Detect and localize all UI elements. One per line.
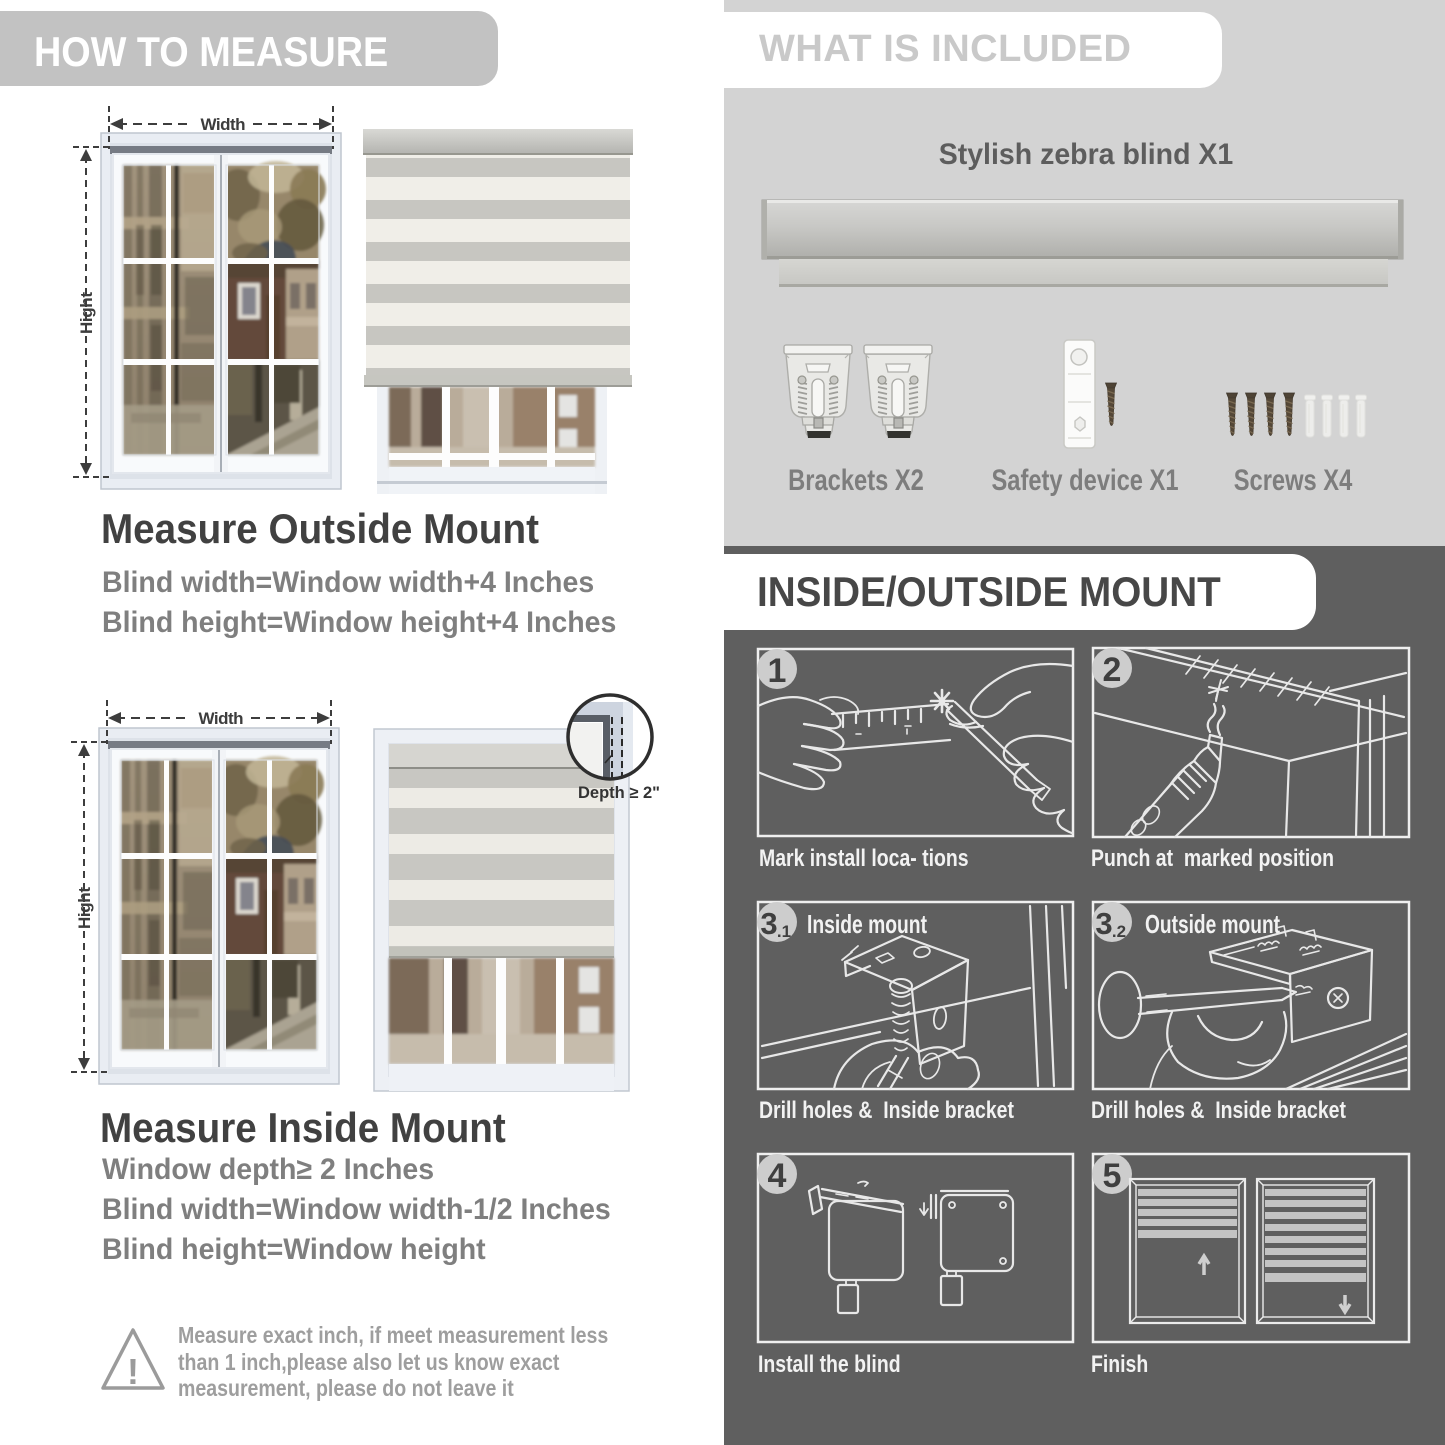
svg-text:3: 3 bbox=[760, 906, 777, 941]
svg-text:Inside mount: Inside mount bbox=[807, 909, 927, 939]
svg-text:Width: Width bbox=[201, 115, 246, 134]
svg-text:Outside mount: Outside mount bbox=[1145, 909, 1280, 939]
svg-text:3: 3 bbox=[1095, 906, 1112, 941]
svg-text:Depth ≥ 2": Depth ≥ 2" bbox=[578, 784, 660, 802]
svg-text:!: ! bbox=[127, 1351, 139, 1392]
svg-text:.2: .2 bbox=[1112, 922, 1126, 941]
svg-text:4: 4 bbox=[768, 1157, 787, 1195]
svg-text:.1: .1 bbox=[777, 922, 791, 941]
svg-text:5: 5 bbox=[1103, 1157, 1122, 1195]
svg-text:2: 2 bbox=[1103, 651, 1122, 689]
svg-text:Width: Width bbox=[199, 709, 244, 728]
svg-text:1: 1 bbox=[768, 652, 787, 690]
svg-text:Hight: Hight bbox=[77, 292, 96, 334]
svg-text:Hight: Hight bbox=[75, 887, 94, 929]
